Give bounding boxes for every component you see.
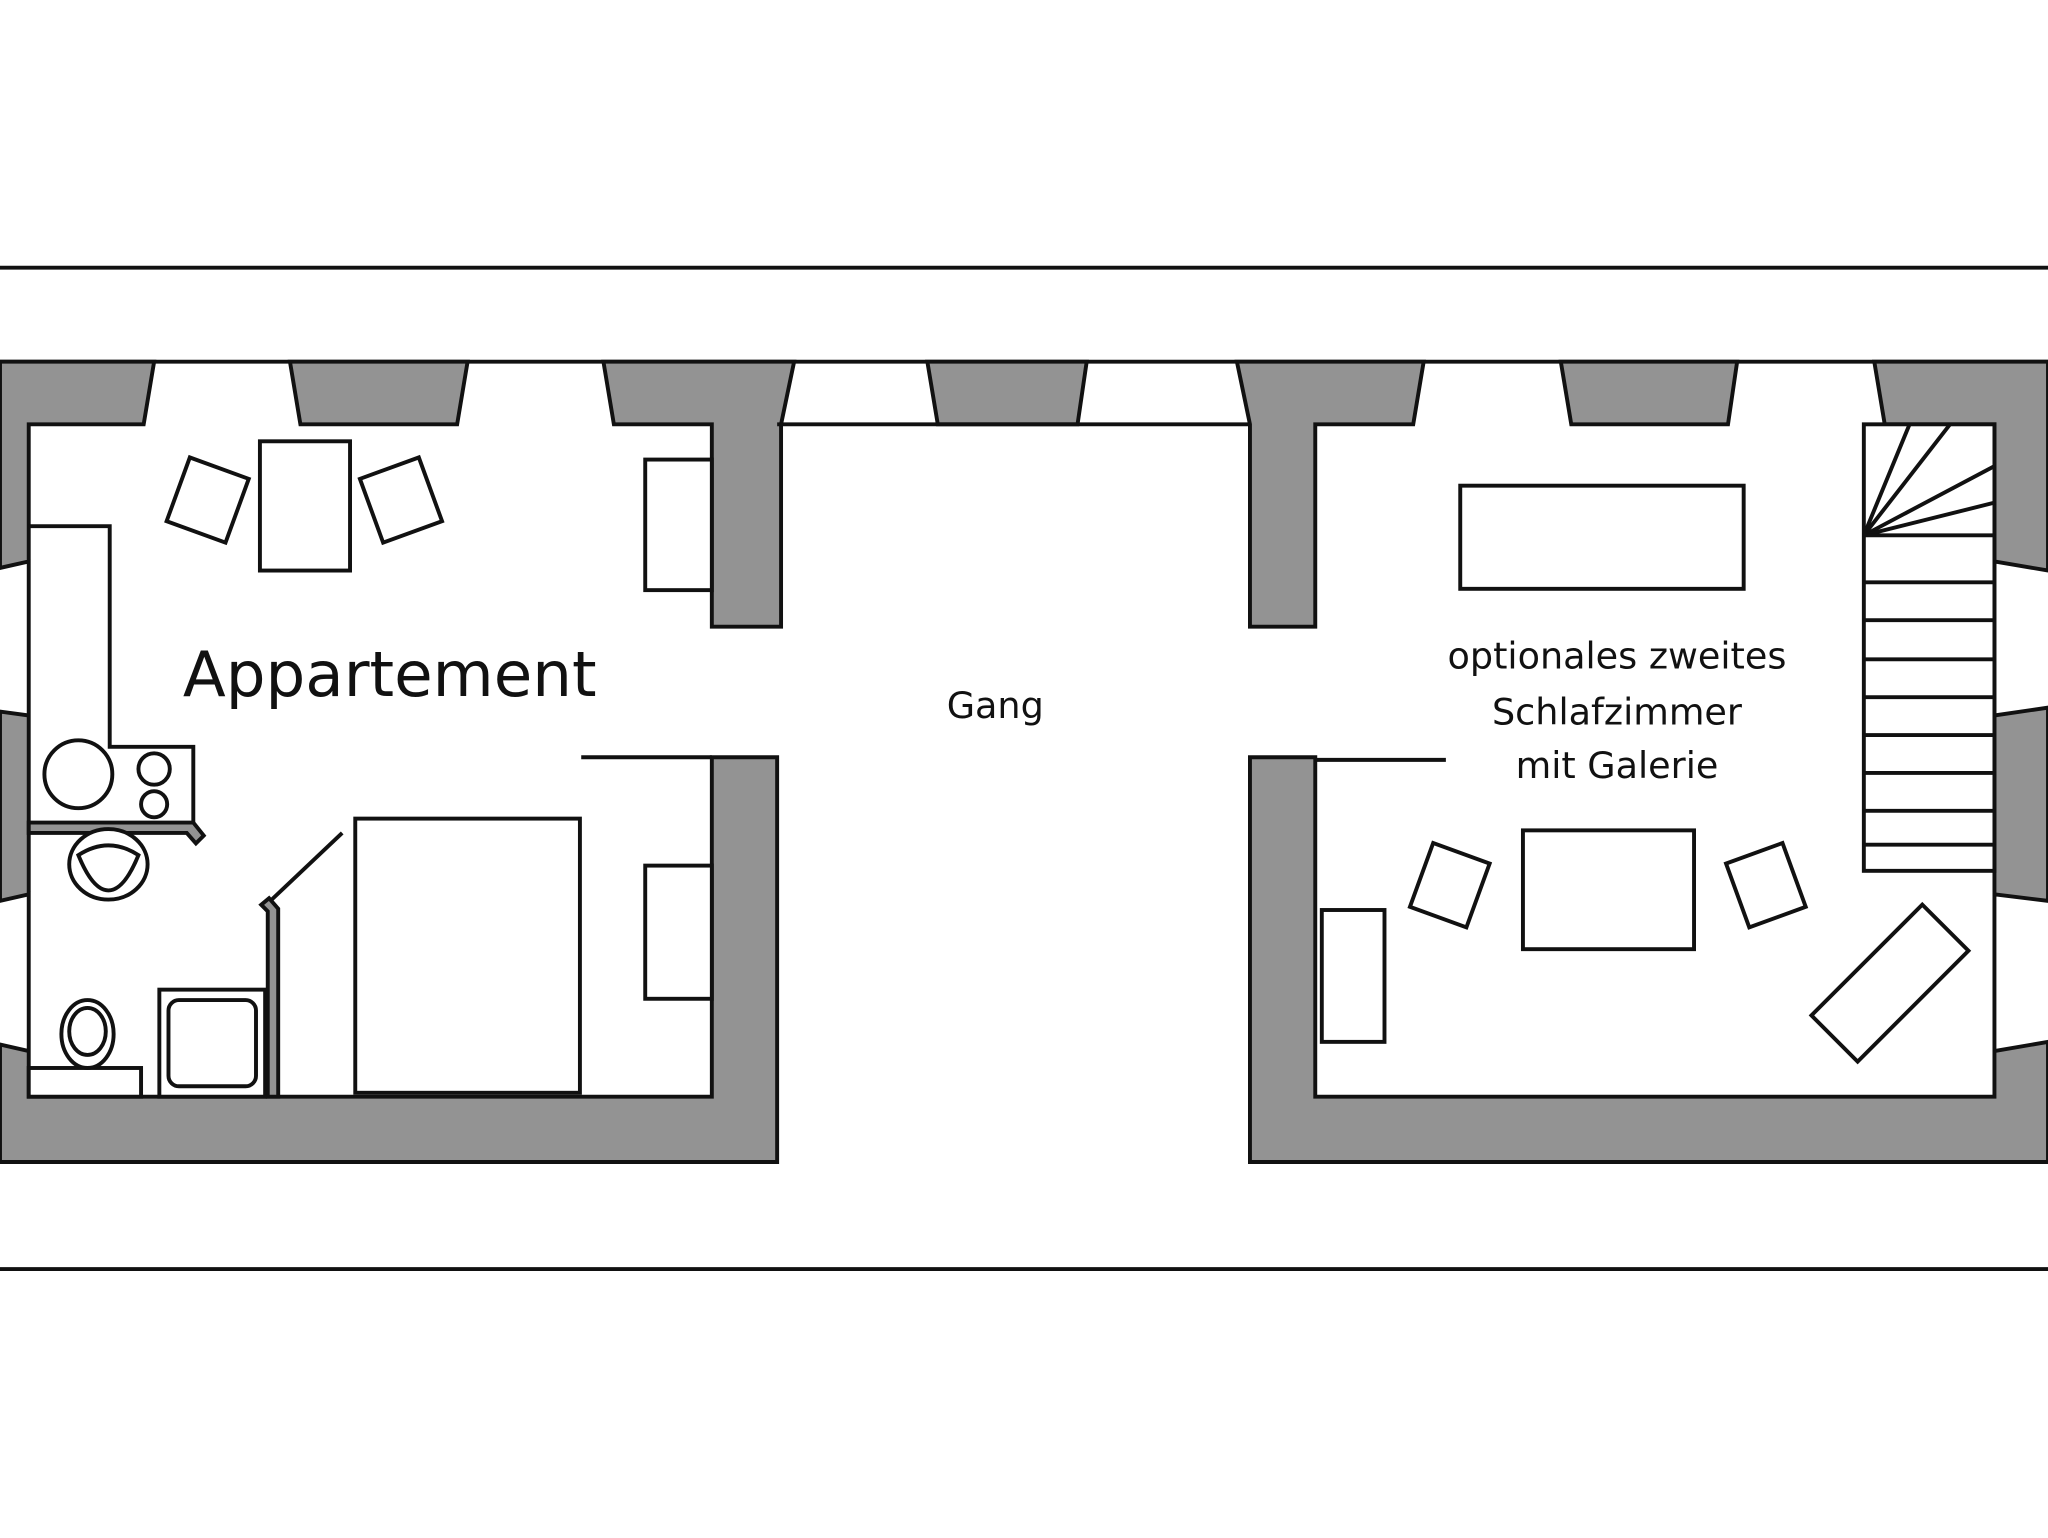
cabinet [1319, 908, 1387, 1044]
apartment-furniture [26, 439, 714, 1099]
sink-icon [42, 738, 115, 811]
gallery-opening [1458, 483, 1746, 591]
door-swing [269, 831, 344, 903]
sofa [1808, 901, 1972, 1065]
kitchen-counter [28, 524, 196, 823]
dresser [643, 863, 714, 1001]
room-label-corridor: Gang [947, 684, 1044, 727]
room-label-bedroom-line1: optionales zweites [1448, 634, 1787, 677]
cabinet [643, 457, 714, 593]
washbasin-icon [67, 827, 150, 902]
hob-burner-icon [136, 751, 172, 787]
toilet-tank [26, 1066, 144, 1099]
hob-burner-icon [139, 789, 170, 820]
chair [164, 454, 252, 546]
bed [353, 816, 582, 1095]
stair-treads [1862, 423, 1996, 847]
shower-tray [157, 987, 268, 1099]
bathroom-partition [258, 895, 281, 1099]
room-label-apartment: Appartement [183, 638, 597, 711]
chair [1723, 840, 1809, 930]
walls [0, 359, 2048, 1164]
table [1520, 828, 1696, 952]
bedroom-furniture [1315, 422, 1997, 1065]
chair [357, 454, 445, 546]
room-label-bedroom-line3: mit Galerie [1516, 744, 1719, 787]
room-label-bedroom-line2: Schlafzimmer [1492, 691, 1743, 734]
dining-table [257, 439, 352, 573]
chair [1407, 840, 1493, 930]
